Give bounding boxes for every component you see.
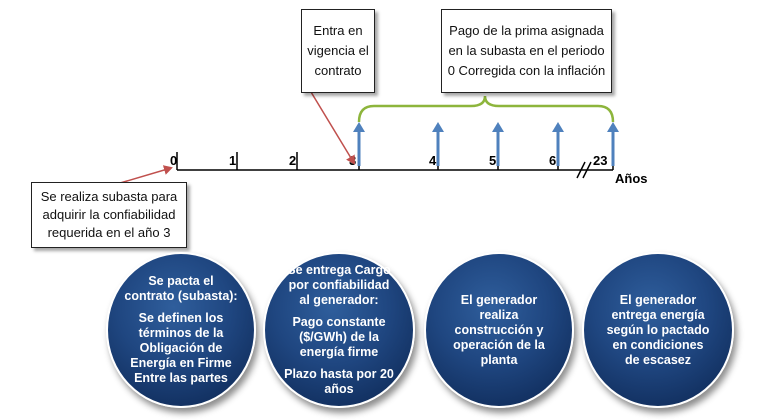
payment-period-brace <box>357 95 615 123</box>
payment-arrow-icon <box>492 122 504 166</box>
stage-text: El generador entrega energía según lo pa… <box>606 292 710 367</box>
axis-label: Años <box>615 171 648 186</box>
stage-text: Se definen los términos de la Obligación… <box>130 311 232 385</box>
stage-text: El generador realiza construcción y oper… <box>453 292 545 367</box>
stage-text: Se pacta el contrato (subasta): <box>124 274 238 303</box>
payment-arrow-icon <box>552 122 564 166</box>
stage-circle-delivery: El generador entrega energía según lo pa… <box>582 252 734 408</box>
premium-payment-callout: Pago de la prima asignada en la subasta … <box>441 9 612 93</box>
auction-callout: Se realiza subasta para adquirir la conf… <box>31 182 187 248</box>
tick-label: 0 <box>170 153 177 168</box>
tick-label: 1 <box>229 153 236 168</box>
axis-break-icon <box>576 161 592 179</box>
payment-arrow-icon <box>353 122 365 166</box>
stage-text: Plazo hasta por 20 años <box>284 367 394 396</box>
tick-label: 6 <box>549 153 556 168</box>
contract-start-callout: Entra en vigencia el contrato <box>301 9 375 93</box>
premium-payment-text: Pago de la prima asignada en la subasta … <box>447 23 606 78</box>
stage-text: Se entrega Cargo por confiabilidad al ge… <box>287 263 391 307</box>
auction-text: Se realiza subasta para adquirir la conf… <box>40 189 178 240</box>
tick-label: 23 <box>593 153 607 168</box>
payment-arrow-icon <box>607 122 619 166</box>
stage-text: Pago constante ($/GWh) de la energía fir… <box>292 315 386 359</box>
contract-start-text: Entra en vigencia el contrato <box>307 23 369 78</box>
contract-start-pointer <box>310 91 356 165</box>
stage-circle-payment: Se entrega Cargo por confiabilidad al ge… <box>263 252 415 408</box>
stage-circle-construction: El generador realiza construcción y oper… <box>424 252 574 408</box>
tick-label: 2 <box>289 153 296 168</box>
payment-arrows <box>353 122 619 166</box>
tick-label: 5 <box>489 153 496 168</box>
stage-circle-contract: Se pacta el contrato (subasta): Se defin… <box>106 252 256 408</box>
timeline-ticks <box>176 152 614 170</box>
tick-label: 4 <box>429 153 437 168</box>
payment-arrow-icon <box>432 122 444 166</box>
